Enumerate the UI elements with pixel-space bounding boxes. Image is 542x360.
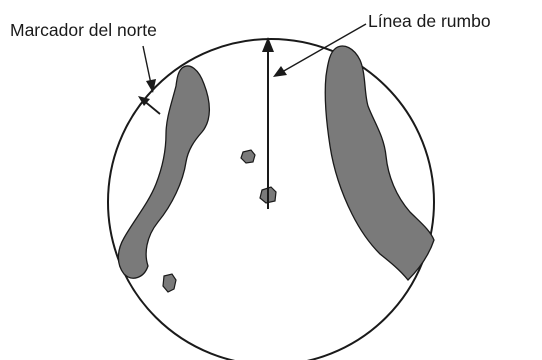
north-marker-label: Marcador del norte <box>10 20 157 40</box>
north-marker-leader-arrowhead <box>146 79 156 93</box>
island-center-small <box>240 149 256 164</box>
radar-scope-circle <box>107 38 435 360</box>
heading-line-leader <box>281 23 367 73</box>
landmass-right <box>324 45 435 281</box>
heading-line-leader-arrowhead <box>273 66 287 77</box>
heading-line-label: Línea de rumbo <box>368 11 491 31</box>
island-bottom-left <box>162 273 177 293</box>
heading-line-arrowhead <box>262 37 274 52</box>
north-marker-arrowhead <box>138 96 150 106</box>
landmass-left <box>117 65 211 279</box>
north-marker-leader <box>142 45 152 85</box>
